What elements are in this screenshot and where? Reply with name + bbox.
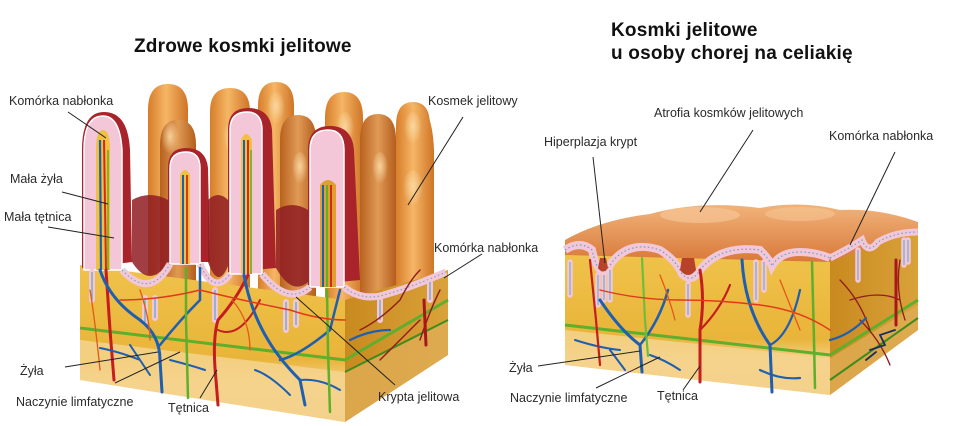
- label-epithelial-cell-top: Komórka nabłonka: [9, 94, 114, 108]
- label-epithelial-cell-right: Komórka nabłonka: [434, 241, 539, 255]
- label-lymphatic-vessel-left: Naczynie limfatyczne: [16, 395, 134, 409]
- label-crypt-hyperplasia: Hiperplazja krypt: [544, 135, 638, 149]
- right-panel-title-line2: u osoby chorej na celiakię: [611, 43, 853, 64]
- left-panel-title: Zdrowe kosmki jelitowe: [134, 36, 352, 57]
- label-small-artery: Mała tętnica: [4, 210, 72, 224]
- label-vein-right: Żyła: [509, 361, 533, 375]
- right-panel-title-line1: Kosmki jelitowe: [611, 20, 758, 41]
- label-vein-left: Żyła: [20, 364, 44, 378]
- healthy-villi-block: [79, 82, 449, 422]
- label-villous-atrophy: Atrofia kosmków jelitowych: [654, 106, 804, 120]
- label-villus: Kosmek jelitowy: [428, 94, 518, 108]
- label-epithelial-cell-celiac: Komórka nabłonka: [829, 129, 934, 143]
- label-crypt: Krypta jelitowa: [378, 390, 460, 404]
- celiac-block: [562, 204, 919, 395]
- vessel-network-right: [574, 256, 906, 394]
- leader-lines: [47, 111, 896, 399]
- label-lymphatic-vessel-right: Naczynie limfatyczne: [510, 391, 628, 405]
- label-small-vein: Mała żyła: [10, 172, 63, 186]
- cut-villi: [82, 108, 448, 333]
- vessel-network-left: [89, 266, 441, 414]
- label-artery-right: Tętnica: [657, 389, 698, 403]
- label-artery-left: Tętnica: [168, 401, 209, 415]
